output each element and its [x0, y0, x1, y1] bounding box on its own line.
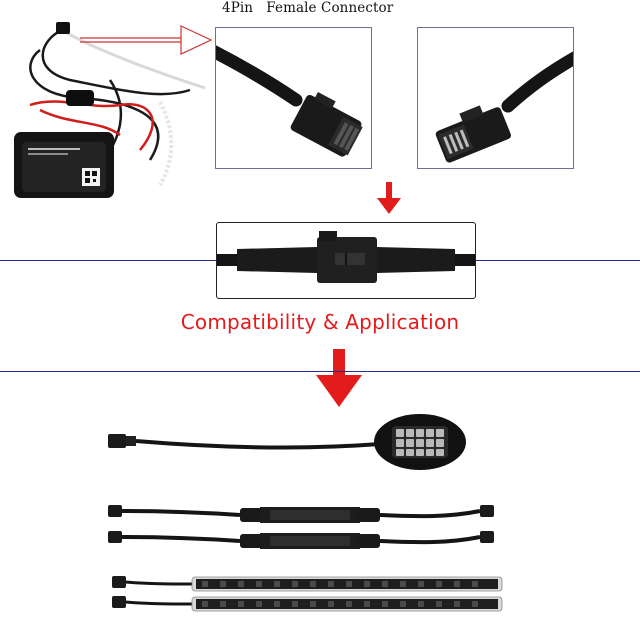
red-arrow-down-icon — [316, 349, 362, 407]
rock-light-pod — [108, 414, 466, 470]
female-connector-photo — [215, 27, 372, 169]
connector-caption: 4Pin Female Connector — [222, 0, 394, 16]
male-connector-photo — [417, 27, 574, 169]
long-led-strips — [112, 576, 503, 612]
mated-connector-photo — [216, 222, 476, 299]
headline: Compatibility & Application — [180, 310, 460, 334]
controller-with-wires — [14, 22, 206, 198]
red-arrow-down-icon — [377, 182, 401, 214]
divider-line — [0, 371, 640, 372]
short-led-strips — [108, 505, 494, 549]
outline-arrow-right-icon — [80, 25, 213, 55]
